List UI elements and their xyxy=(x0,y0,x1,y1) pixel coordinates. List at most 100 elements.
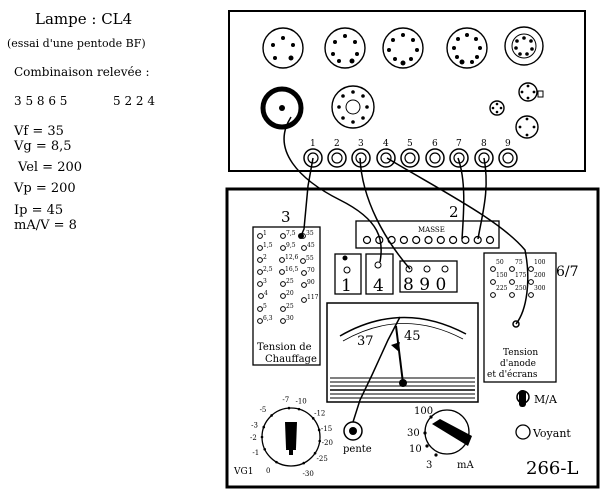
heater-voltage-jack[interactable] xyxy=(301,297,307,303)
combination-values-a: 3 5 8 6 5 xyxy=(14,94,68,108)
meter-scale-bars xyxy=(330,377,475,399)
grid-bias-value: -2 xyxy=(250,434,257,442)
meter-needle xyxy=(395,325,404,384)
selector-jack[interactable] xyxy=(498,148,518,168)
heater-voltage-value: 5 xyxy=(263,303,267,310)
selector-jack[interactable] xyxy=(474,148,494,168)
socket-number-label: 5 xyxy=(407,139,413,149)
heater-voltage-jack[interactable] xyxy=(280,245,286,251)
heater-voltage-jack[interactable] xyxy=(257,306,263,312)
anode-voltage-jack[interactable] xyxy=(490,292,496,298)
selector-jack[interactable] xyxy=(425,148,445,168)
tube-socket-active[interactable] xyxy=(260,86,304,130)
grid-bias-value: -7 xyxy=(282,396,289,404)
anode-label-line2: d'anode xyxy=(500,359,536,369)
selector-jack[interactable] xyxy=(400,148,420,168)
anode-voltage-jack[interactable] xyxy=(528,266,534,272)
heater-voltage-jack[interactable] xyxy=(279,269,285,275)
heater-voltage-jack[interactable] xyxy=(280,233,286,239)
heater-voltage-value: 45 xyxy=(307,242,315,249)
heater-voltage-jack[interactable] xyxy=(301,245,307,251)
heater-voltage-jack[interactable] xyxy=(280,281,286,287)
tube-socket-small[interactable] xyxy=(518,82,538,102)
anode-voltage-jack[interactable] xyxy=(490,266,496,272)
tube-socket-small[interactable] xyxy=(489,100,505,116)
selector-jack[interactable] xyxy=(327,148,347,168)
model-number: 266-L xyxy=(526,458,578,479)
masse-jack[interactable] xyxy=(362,235,372,245)
anode-voltage-value: 300 xyxy=(534,285,546,292)
heater-voltage-jack[interactable] xyxy=(280,318,286,324)
anode-voltage-value: 75 xyxy=(515,259,523,266)
grid-bias-value: -5 xyxy=(260,406,267,414)
heater-voltage-jack[interactable] xyxy=(279,257,285,263)
grid-bias-value: -15 xyxy=(321,425,332,433)
heater-voltage-jack[interactable] xyxy=(300,258,306,264)
patch-cords xyxy=(283,116,529,423)
selector-label-4: 4 xyxy=(373,276,384,296)
power-switch[interactable] xyxy=(516,390,530,407)
masse-jack[interactable] xyxy=(449,235,458,245)
anode-voltage-jack[interactable] xyxy=(509,266,515,272)
tube-socket[interactable] xyxy=(382,27,424,69)
selector-label-890: 8 9 0 xyxy=(403,275,446,295)
socket-number-label: 4 xyxy=(383,139,389,149)
heater-voltage-jack[interactable] xyxy=(280,306,286,312)
combination-values-b: 5 2 2 4 xyxy=(113,94,155,108)
masse-jack[interactable] xyxy=(436,235,445,245)
grid-bias-value: 0 xyxy=(266,467,270,475)
anode-voltage-jack[interactable] xyxy=(528,292,534,298)
anode-label-line3: et d'écrans xyxy=(487,369,538,380)
heater-voltage-value: 55 xyxy=(306,255,314,262)
heater-voltage-jack[interactable] xyxy=(257,269,263,275)
masse-jack[interactable] xyxy=(461,235,470,245)
meter xyxy=(326,302,479,403)
tube-socket-small[interactable] xyxy=(515,115,539,139)
selector-jack[interactable] xyxy=(376,148,396,168)
heater-voltage-value: 1 xyxy=(263,230,267,237)
heater-voltage-jack[interactable] xyxy=(280,293,286,299)
anode-voltage-jack[interactable] xyxy=(509,279,515,285)
selector-jack[interactable] xyxy=(303,148,323,168)
tube-socket[interactable] xyxy=(504,26,544,66)
grid-bias-scale: -7-10-5-12-3-15-2-20-1-250-30 xyxy=(250,396,333,478)
selector-box-890 xyxy=(399,260,458,293)
value-mav: mA/V = 8 xyxy=(14,218,77,233)
value-vel: Vel = 200 xyxy=(18,160,83,175)
heater-voltage-jack[interactable] xyxy=(257,281,263,287)
heater-voltage-jack[interactable] xyxy=(258,293,264,299)
heater-voltage-panel xyxy=(252,226,321,366)
masse-jack[interactable] xyxy=(485,235,495,245)
tube-socket[interactable] xyxy=(324,27,366,69)
socket-number-label: 1 xyxy=(310,139,316,149)
masse-jack[interactable] xyxy=(399,235,408,245)
anode-voltage-jack[interactable] xyxy=(509,292,515,298)
meter-reading-37: 37 xyxy=(357,334,374,349)
anode-label-line1: Tension xyxy=(503,348,538,358)
socket-pins xyxy=(271,33,536,137)
tube-socket[interactable] xyxy=(262,27,304,69)
heater-voltage-jack[interactable] xyxy=(301,270,307,276)
anode-voltage-jack[interactable] xyxy=(528,279,534,285)
heater-voltage-jack[interactable] xyxy=(257,257,263,263)
heater-voltage-jack[interactable] xyxy=(257,318,263,324)
socket-number-label: 3 xyxy=(358,139,364,149)
heater-voltage-jack[interactable] xyxy=(301,282,307,288)
anode-voltage-jack[interactable] xyxy=(490,279,496,285)
heater-voltage-jack[interactable] xyxy=(257,233,263,239)
tube-socket[interactable] xyxy=(331,85,375,129)
heater-voltage-value: 70 xyxy=(307,267,315,274)
tube-socket[interactable] xyxy=(446,27,488,69)
anode-voltage-value: 100 xyxy=(534,259,546,266)
grid-bias-label: VG1 xyxy=(233,467,253,477)
grid-bias-knob[interactable] xyxy=(261,407,321,467)
masse-jack[interactable] xyxy=(412,235,421,245)
selector-jack[interactable] xyxy=(449,148,469,168)
tester-front-panel xyxy=(225,187,600,489)
current-range-value: 10 xyxy=(409,444,422,455)
heater-voltage-value: 16,5 xyxy=(285,266,299,273)
heater-voltage-jack[interactable] xyxy=(257,245,263,251)
masse-jack[interactable] xyxy=(424,235,433,245)
